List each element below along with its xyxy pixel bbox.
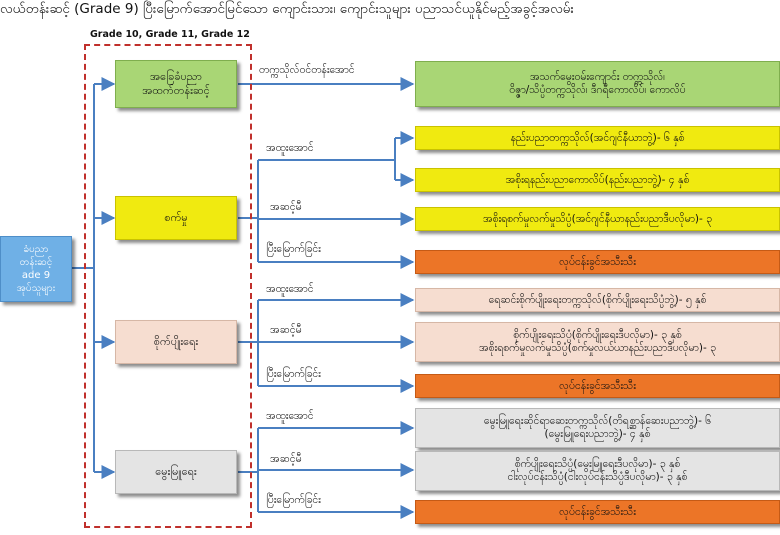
- label-agriculture-complete: ပြီးမြောက်ခြင်း: [266, 368, 321, 380]
- label-agriculture-pass: အဆင့်မီ: [270, 324, 302, 336]
- outcome-livestock-workforce: လုပ်ငန်းခွင်အသီးသီး: [415, 500, 780, 524]
- outcome-livestock-institute: စိုက်ပျိုးရေးသိပ္ပံ(မွေးမြူရေးဒီပလိုမာ)-…: [415, 451, 780, 491]
- diagram-title: လယ်တန်းဆင့် (Grade 9) ပြီးမြောက်အောင်မြင…: [0, 1, 574, 17]
- label-industry-pass: အဆင့်မီ: [270, 201, 302, 213]
- outcome-industry-technical-college: အစိုးရနည်းပညာကောလိပ်(နည်းပညာဘွဲ့)- ၄ နှစ…: [415, 168, 780, 192]
- grades-label: Grade 10, Grade 11, Grade 12: [90, 29, 250, 40]
- track-agriculture: စိုက်ပျိုးရေး: [115, 320, 237, 364]
- source-box-grade9: ခံပညာ တန်းဆင့် ade 9 အုပ်သူများ: [0, 236, 72, 302]
- label-industry-high: အထူးအောင်: [266, 142, 314, 154]
- label-basic-outcome: တက္ကသိုလ်ဝင်တန်းအောင်: [259, 64, 355, 76]
- upper-secondary-group-border: [84, 44, 252, 528]
- outcome-industry-technological-university: နည်းပညာတက္ကသိုလ်(အင်ဂျင်နီယာဘွဲ့)- ၆ နှစ…: [415, 126, 780, 150]
- outcome-agriculture-institute: စိုက်ပျိုးရေးသိပ္ပံ(စိုက်ပျိုးရေးဒီပလိုမ…: [415, 322, 780, 362]
- label-livestock-pass: အဆင့်မီ: [270, 453, 302, 465]
- outcome-agriculture-university: ရေဆင်းစိုက်ပျိုးရေးတက္ကသိုလ်(စိုက်ပျိုးရ…: [415, 288, 780, 312]
- outcome-livestock-veterinary-university: မွေးမြူရေးဆိုင်ရာဆေးတက္ကသိုလ်(တိရစ္ဆာန်ဆ…: [415, 408, 780, 448]
- outcome-agriculture-workforce: လုပ်ငန်းခွင်အသီးသီး: [415, 374, 780, 398]
- label-livestock-high: အထူးအောင်: [266, 410, 314, 422]
- outcome-industry-technical-institute: အစိုးရစက်မှုလက်မှုသိပ္ပံ(အင်ဂျင်နီယာနည်း…: [415, 207, 780, 231]
- label-livestock-complete: ပြီးမြောက်ခြင်း: [266, 494, 321, 506]
- outcome-basic-universities: အသက်မွေးဝမ်းကျောင်း တက္ကသိုလ်၊ ဝိဇ္ဇာ/သိ…: [415, 61, 780, 107]
- label-agriculture-high: အထူးအောင်: [266, 283, 314, 295]
- track-basic-education: အခြေခံပညာ အထက်တန်းဆင့်: [115, 60, 237, 108]
- track-industry: စက်မှု: [115, 196, 237, 240]
- outcome-industry-workforce: လုပ်ငန်းခွင်အသီးသီး: [415, 250, 780, 274]
- track-livestock: မွေးမြူရေး: [115, 450, 237, 494]
- label-industry-complete: ပြီးမြောက်ခြင်း: [266, 243, 321, 255]
